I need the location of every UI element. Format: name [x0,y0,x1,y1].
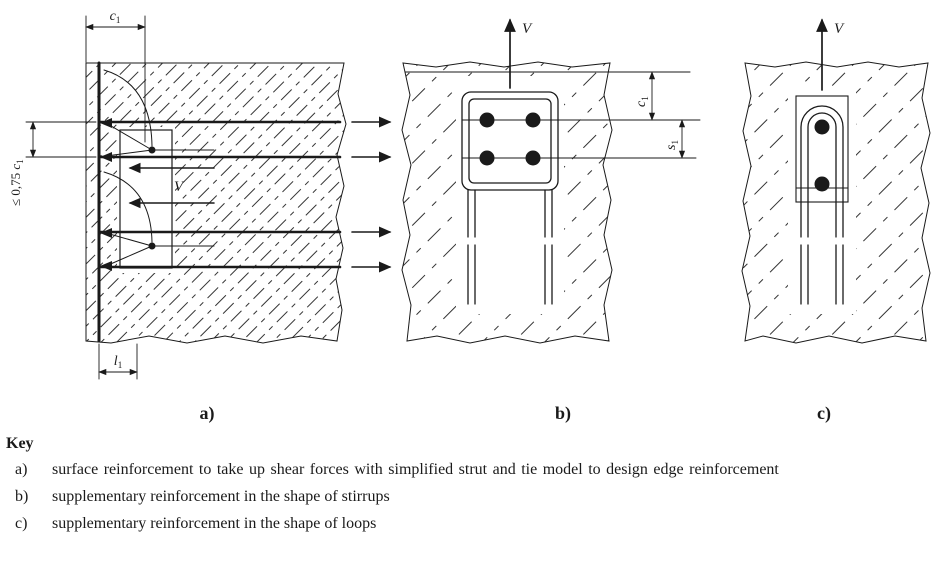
node-dot [148,146,156,154]
key-item-text: surface reinforcement to take up shear f… [52,461,779,479]
dimension-075c1 [25,121,97,158]
stirrup-b [461,91,559,305]
key-item-b: b) supplementary reinforcement in the sh… [6,486,935,507]
shear-arrows-a [128,162,215,209]
bar-dots-c [814,119,830,192]
node-dot [148,242,156,250]
dim-label-075c1: ≤ 0,75 c1 [8,159,25,206]
key-item-text: supplementary reinforcement in the shape… [52,488,390,506]
force-arrows-right [351,116,392,273]
anchor-triangle [100,228,112,238]
dim-label-c1-a: c1 [110,9,121,25]
anchor-triangle [100,152,112,162]
figure-c-caption: c) [817,403,831,423]
key-item-label: c) [15,515,28,533]
key-item-label: b) [15,488,29,506]
force-label-v-a: V [174,179,185,195]
strut-tie-top-node [100,69,215,162]
bar-dots-b [479,112,541,166]
surface-bars [97,120,342,269]
key-item-text: supplementary reinforcement in the shape… [52,515,377,533]
loop-c [800,105,844,305]
clear-zone-a [117,127,175,273]
force-label-v-b: V [522,21,533,37]
dim-label-c1-b: c1 [634,96,650,107]
figure-b-drawing: V c1 s1 [401,18,701,344]
figure-a-caption: a) [199,403,215,423]
clear-zone-b [456,76,564,314]
dimension-l1 [98,343,138,380]
key-title: Key [6,435,34,452]
key-item-c: c) supplementary reinforcement in the sh… [6,513,935,534]
loop-outline-rect [795,95,849,203]
figure-c-drawing: V [741,18,931,344]
strut-tie-bottom-node [100,171,215,271]
technical-diagram: V c1 ≤ 0,75 c1 l1 [8,9,931,380]
key-section: Key a) surface reinforcement to take up … [6,433,935,540]
force-label-v-c: V [834,21,845,37]
key-item-a: a) surface reinforcement to take up shea… [6,459,935,480]
figure-a-drawing: V c1 ≤ 0,75 c1 l1 [8,9,392,380]
dim-label-s1-b: s1 [664,140,680,150]
dimension-c1-a [85,15,146,143]
key-item-label: a) [15,461,28,479]
anchor-triangle [100,118,112,128]
anchor-triangle [100,261,112,271]
dim-label-l1: l1 [114,354,122,370]
figure-b-caption: b) [554,403,571,423]
